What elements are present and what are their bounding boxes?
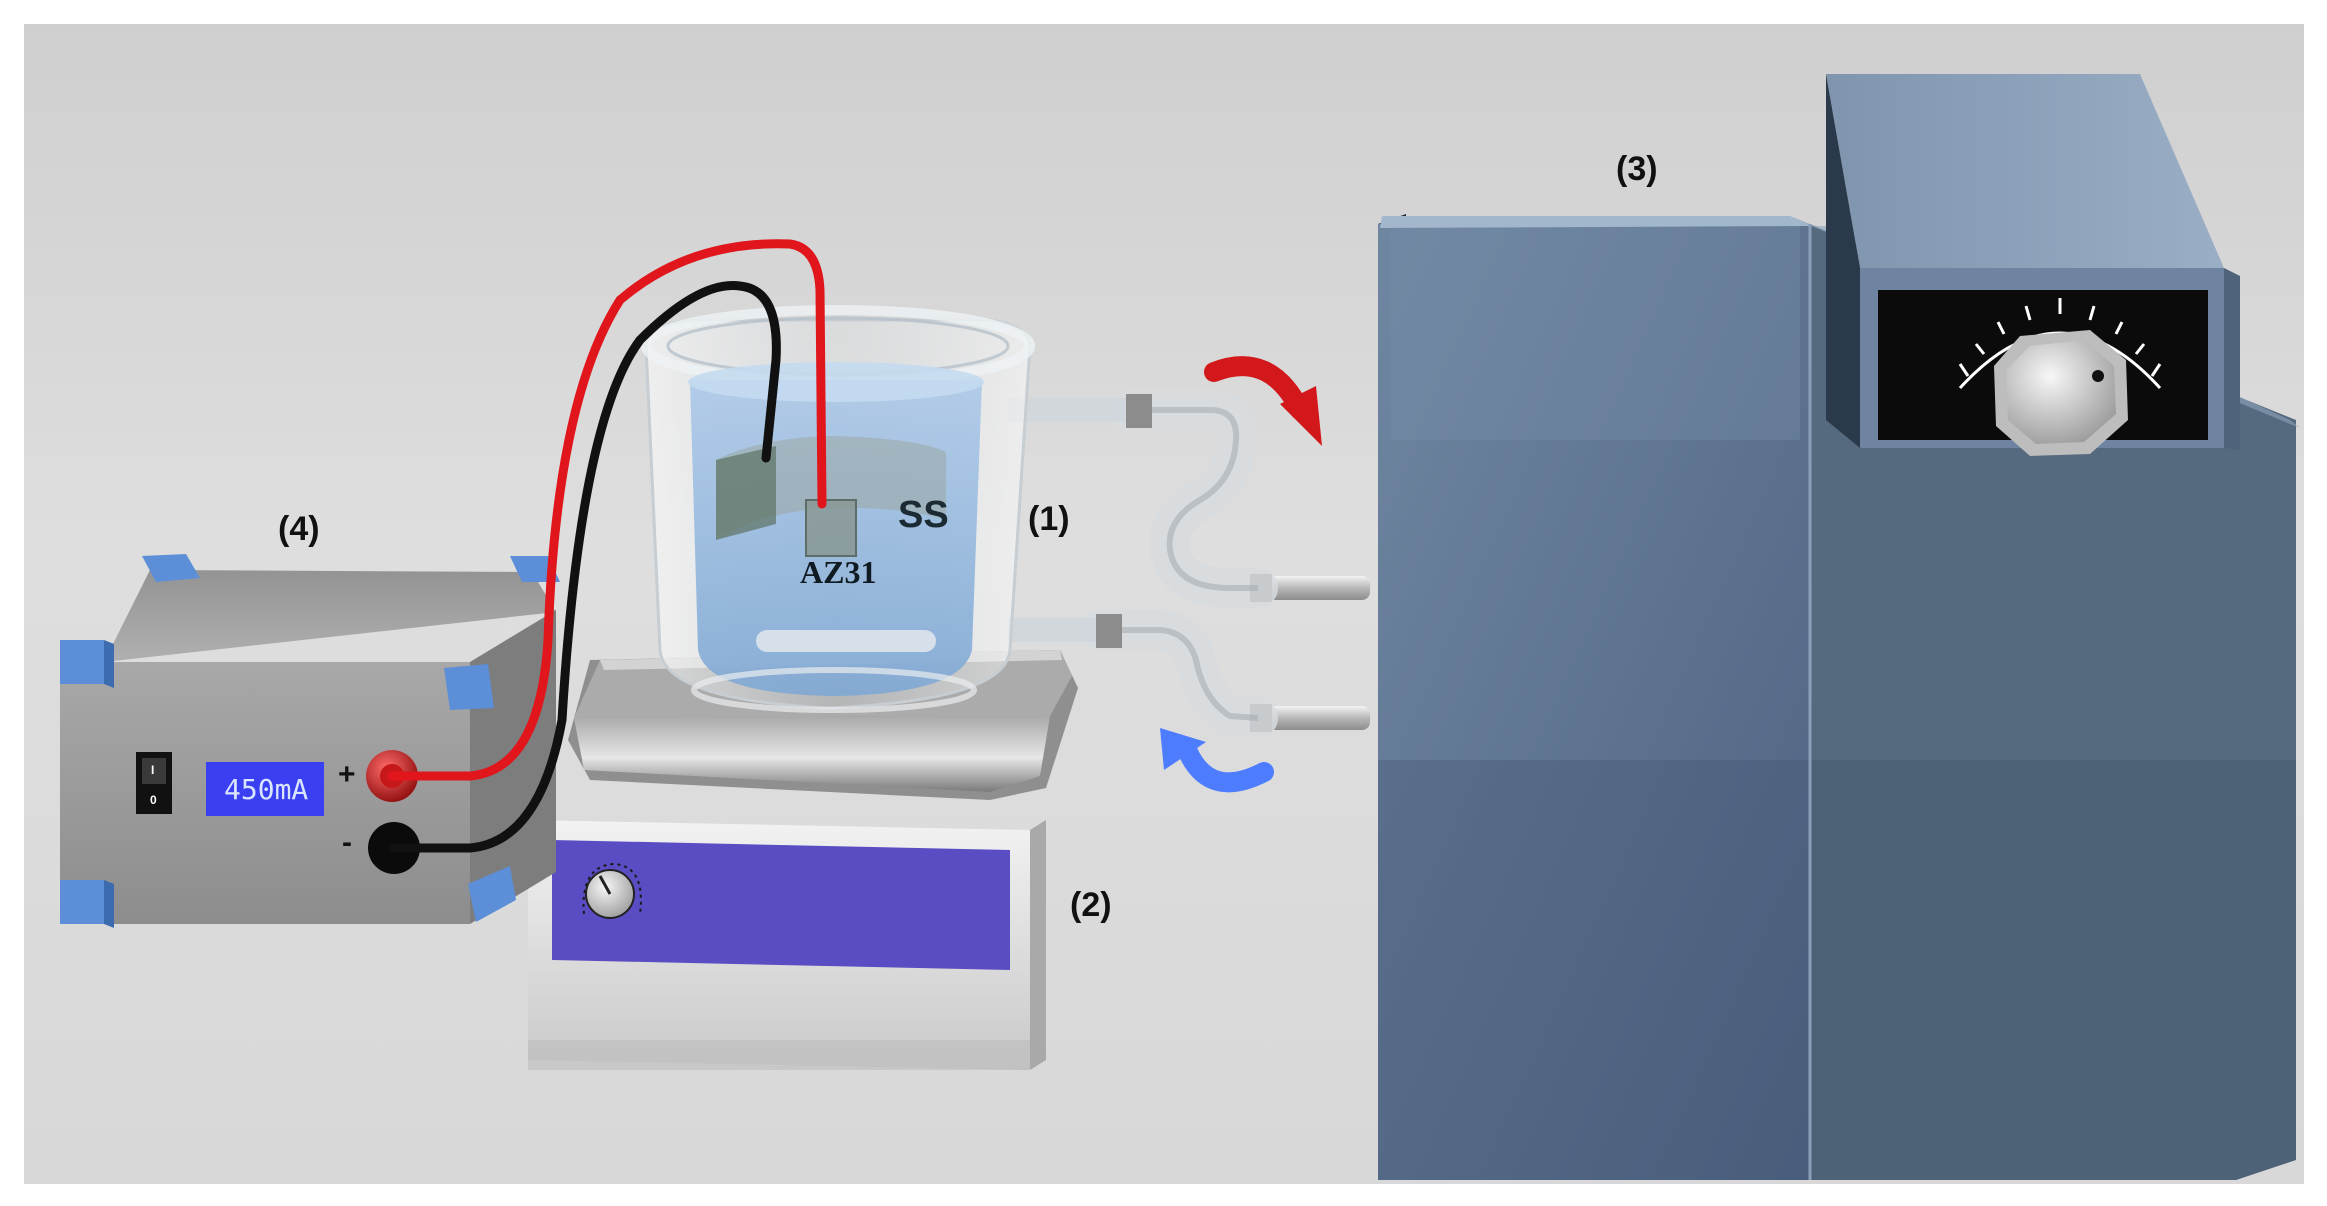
switch-on-mark: I (151, 763, 155, 777)
bath-outlet-stub (1250, 576, 1370, 600)
flow-out-arrowhead (1280, 386, 1322, 446)
current-display (206, 762, 324, 816)
knob-indicator-dot (2092, 370, 2104, 382)
bath-inlet-stub (1250, 706, 1370, 730)
az31-working-electrode (806, 500, 856, 556)
positive-lead-wire (387, 239, 827, 781)
label-cell: (1) (1028, 500, 1070, 538)
label-water-bath: (3) (1616, 150, 1658, 188)
switch-off-mark: 0 (150, 793, 157, 807)
stir-bar (756, 630, 936, 652)
negative-sign: - (342, 826, 352, 859)
bath-control-head (1826, 74, 2240, 456)
jacketed-electrochemical-cell (641, 305, 1035, 713)
current-readout: 450mA (224, 773, 309, 806)
stirrer-hot-plate (574, 716, 1050, 792)
dc-power-supply (60, 554, 560, 928)
label-az31-electrode: AZ31 (800, 554, 877, 590)
flow-in-arrowhead (1160, 728, 1206, 770)
positive-sign: + (338, 758, 356, 791)
dial-scale-ticks (1958, 298, 2162, 377)
negative-lead-wire (389, 280, 781, 853)
label-power-supply: (4) (278, 510, 320, 548)
stirrer-control-panel (552, 840, 1010, 970)
magnetic-stirrer (528, 650, 1078, 1070)
label-ss-electrode: SS (898, 494, 949, 536)
coolant-tubing (1008, 390, 1370, 738)
label-stirrer: (2) (1070, 886, 1112, 924)
flow-in-arrow (1178, 742, 1274, 793)
circulating-water-bath (1378, 214, 2300, 1180)
supply-corner-guards (60, 554, 560, 924)
